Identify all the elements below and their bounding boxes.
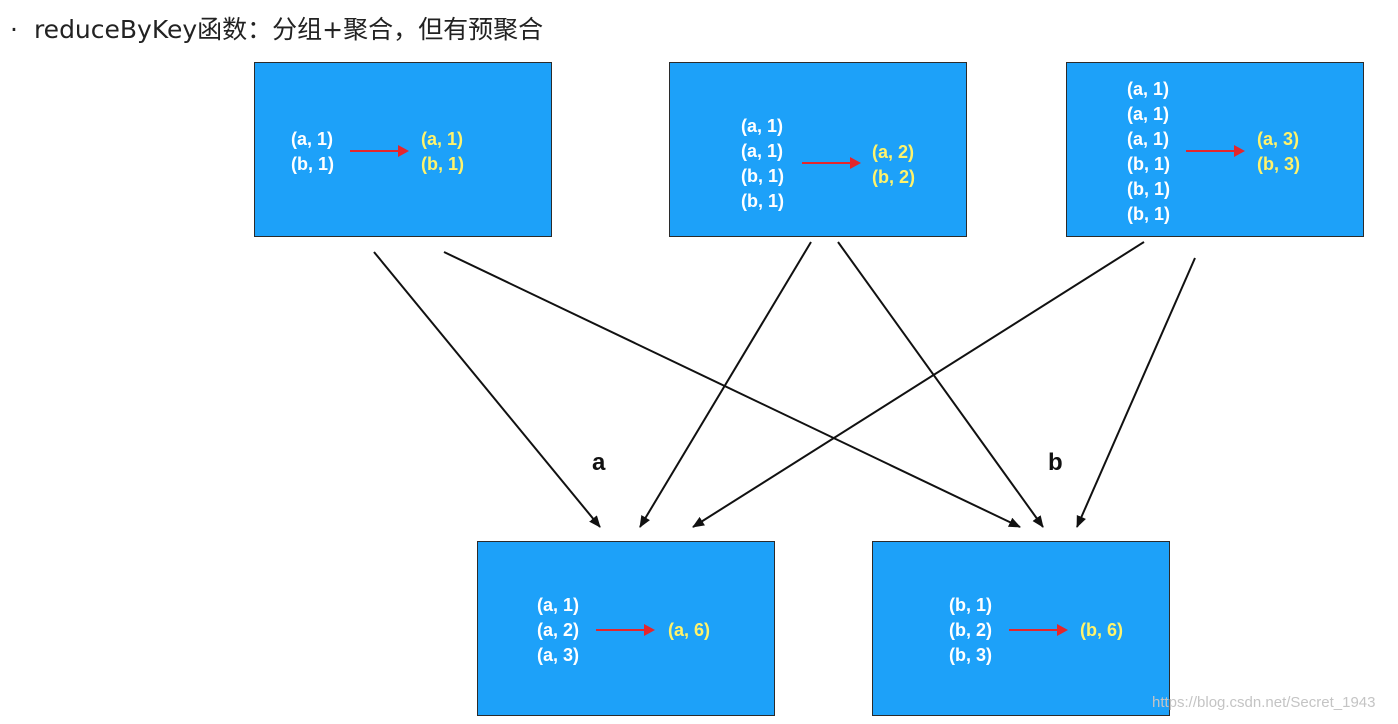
- heading-text: reduceByKey函数：分组+聚合，但有预聚合: [33, 15, 544, 44]
- shuffle-arrow-p2-b: [837, 241, 1044, 528]
- reducer-b-output-item: (b, 6): [1080, 620, 1123, 640]
- partition-3-output-item: (b, 3): [1257, 154, 1300, 174]
- local-aggregate-arrow: [350, 145, 409, 157]
- reducer-a-output-list: (a, 6): [668, 618, 710, 643]
- reducer-a-output-item: (a, 6): [668, 620, 711, 640]
- partition-2-input-list: (a, 1) (a, 1) (b, 1) (b, 1): [741, 114, 784, 214]
- partition-box-2: (a, 1) (a, 1) (b, 1) (b, 1) (a, 2) (b, 2…: [669, 62, 967, 237]
- watermark: https://blog.csdn.net/Secret_1943: [1152, 694, 1376, 711]
- reducer-box-b: (b, 1) (b, 2) (b, 3) (b, 6): [872, 541, 1170, 716]
- reducer-b-input-item: (b, 2): [949, 620, 992, 640]
- shuffle-arrow-p1-a: [373, 251, 601, 528]
- reducer-b-output-list: (b, 6): [1080, 618, 1123, 643]
- partition-3-output-item: (a, 3): [1257, 129, 1300, 149]
- shuffle-arrow-p3-b: [1076, 257, 1196, 528]
- partition-2-input-item: (b, 1): [741, 191, 784, 211]
- partition-3-input-item: (a, 1): [1127, 104, 1170, 124]
- partition-1-output-list: (a, 1) (b, 1): [421, 127, 464, 177]
- local-aggregate-arrow: [1186, 145, 1245, 157]
- reducer-a-input-item: (a, 3): [537, 645, 580, 665]
- reducer-b-input-item: (b, 3): [949, 645, 992, 665]
- partition-3-input-item: (b, 1): [1127, 204, 1170, 224]
- diagram-heading: · reduceByKey函数：分组+聚合，但有预聚合: [10, 10, 543, 46]
- final-aggregate-arrow: [596, 624, 655, 636]
- partition-2-input-item: (a, 1): [741, 141, 784, 161]
- final-aggregate-arrow: [1009, 624, 1068, 636]
- partition-3-input-item: (b, 1): [1127, 154, 1170, 174]
- shuffle-arrow-p1-b: [443, 251, 1021, 528]
- partition-box-1: (a, 1) (b, 1) (a, 1) (b, 1): [254, 62, 552, 237]
- reducer-label-b: b: [1048, 449, 1063, 476]
- shuffle-arrow-p2-a: [639, 241, 812, 528]
- partition-1-input-list: (a, 1) (b, 1): [291, 127, 334, 177]
- partition-3-output-list: (a, 3) (b, 3): [1257, 127, 1300, 177]
- shuffle-arrow-p3-a: [692, 241, 1145, 528]
- reducer-b-input-list: (b, 1) (b, 2) (b, 3): [949, 593, 992, 668]
- partition-3-input-list: (a, 1) (a, 1) (a, 1) (b, 1) (b, 1) (b, 1…: [1127, 77, 1170, 227]
- partition-box-3: (a, 1) (a, 1) (a, 1) (b, 1) (b, 1) (b, 1…: [1066, 62, 1364, 237]
- partition-3-input-item: (a, 1): [1127, 79, 1170, 99]
- reducer-a-input-item: (a, 2): [537, 620, 580, 640]
- bullet-point: ·: [10, 15, 18, 44]
- reducer-label-a: a: [592, 449, 606, 476]
- reducer-b-input-item: (b, 1): [949, 595, 992, 615]
- partition-1-input-item: (a, 1): [291, 129, 334, 149]
- partition-1-input-item: (b, 1): [291, 154, 334, 174]
- partition-2-output-item: (b, 2): [872, 167, 915, 187]
- local-aggregate-arrow: [802, 157, 861, 169]
- partition-3-input-item: (a, 1): [1127, 129, 1170, 149]
- partition-2-output-item: (a, 2): [872, 142, 915, 162]
- partition-2-output-list: (a, 2) (b, 2): [872, 140, 915, 190]
- reducer-a-input-list: (a, 1) (a, 2) (a, 3): [537, 593, 579, 668]
- partition-1-output-item: (a, 1): [421, 129, 464, 149]
- partition-3-input-item: (b, 1): [1127, 179, 1170, 199]
- partition-2-input-item: (a, 1): [741, 116, 784, 136]
- reducer-box-a: (a, 1) (a, 2) (a, 3) (a, 6): [477, 541, 775, 716]
- partition-2-input-item: (b, 1): [741, 166, 784, 186]
- partition-1-output-item: (b, 1): [421, 154, 464, 174]
- reducer-a-input-item: (a, 1): [537, 595, 580, 615]
